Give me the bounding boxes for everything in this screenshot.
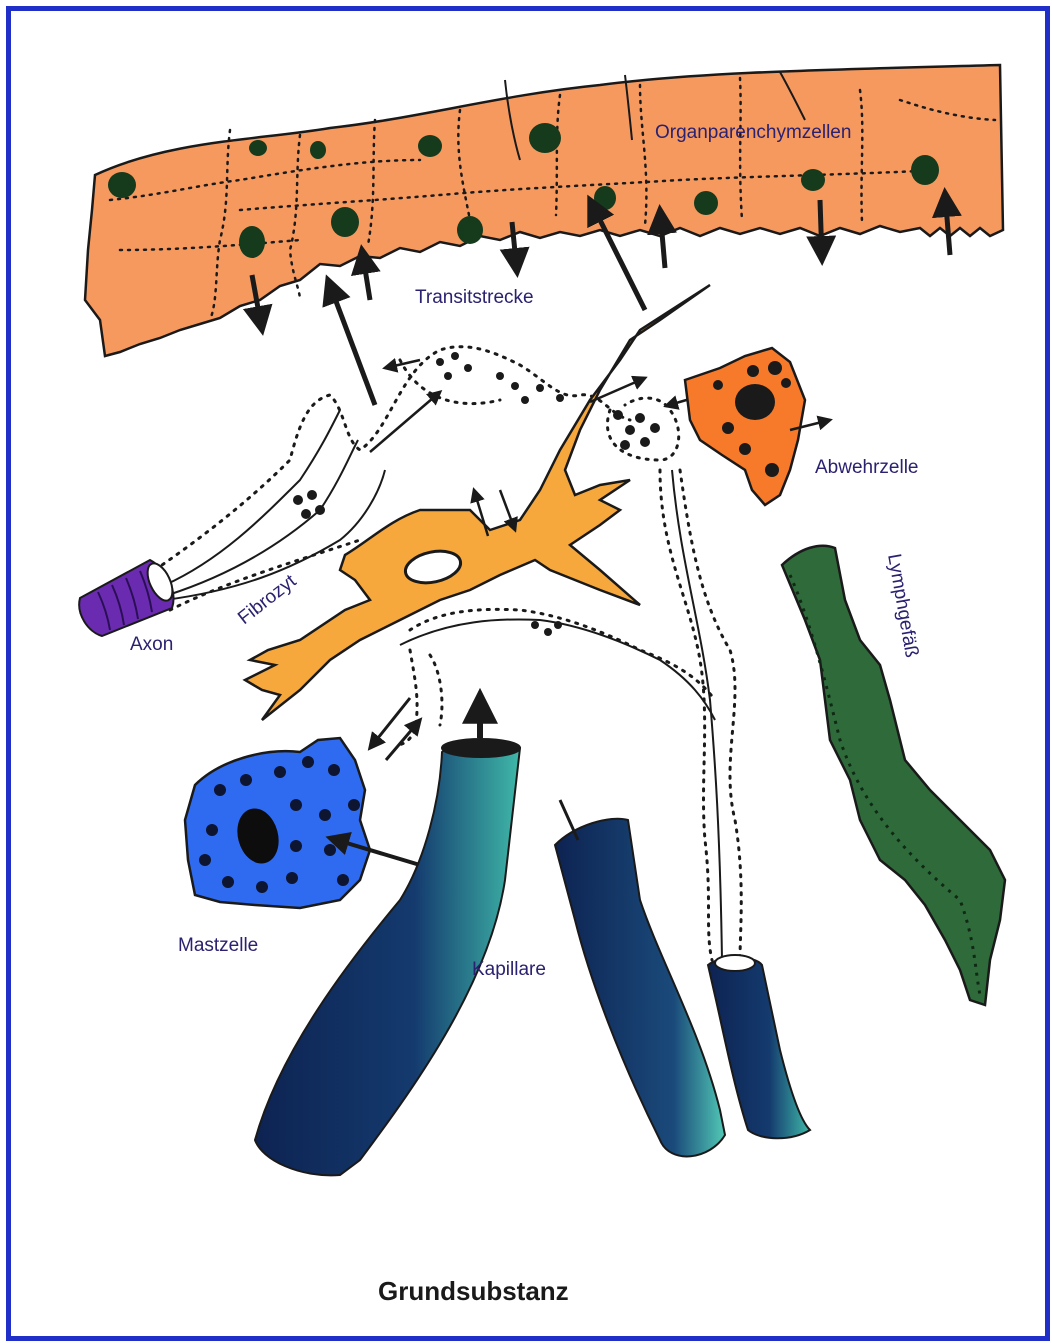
label-capillary: Kapillare (472, 959, 546, 980)
label-transit: Transitstrecke (415, 287, 534, 308)
label-mast-cell: Mastzelle (178, 935, 258, 956)
label-defense-cell: Abwehrzelle (815, 457, 919, 478)
label-axon: Axon (130, 634, 173, 655)
organ-parenchyma-tissue (85, 65, 1003, 356)
label-organ-cells: Organparenchymzellen (655, 122, 851, 143)
axon (79, 560, 177, 636)
defense-cell (685, 348, 830, 505)
label-lymph-vessel: Lymphgefäß (883, 552, 922, 659)
label-ground-substance: Grundsubstanz (378, 1276, 569, 1306)
